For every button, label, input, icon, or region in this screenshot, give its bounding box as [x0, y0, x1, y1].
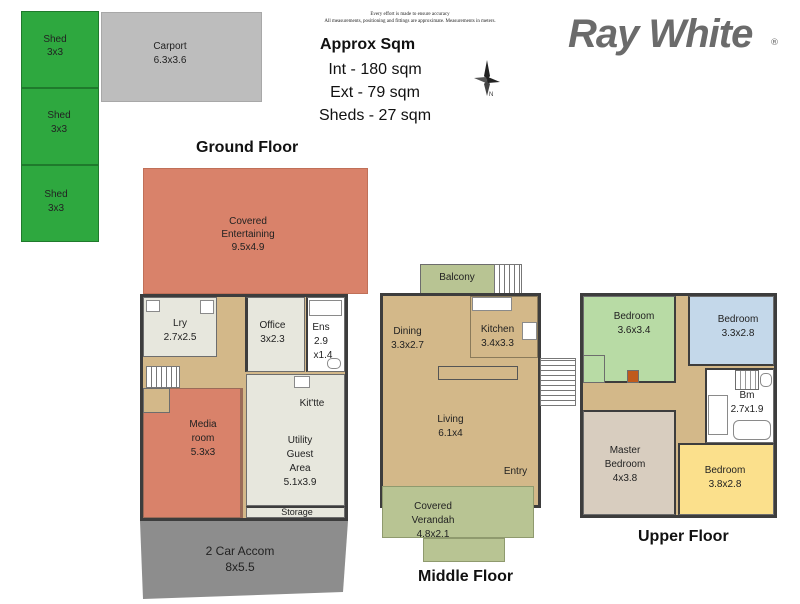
utility-label: Utility [287, 435, 313, 446]
living-label: Living [437, 414, 464, 425]
north-label: N [489, 92, 494, 98]
middle-floor-heading: Middle Floor [418, 568, 514, 585]
bathroom-bath [733, 420, 771, 440]
summary-int: Int - 180 sqm [328, 61, 422, 78]
entry-label: Entry [503, 466, 528, 477]
laundry-size: 2.7x2.5 [163, 332, 197, 343]
storage-label: Storage [281, 507, 313, 517]
living-size: 6.1x4 [438, 428, 463, 439]
office-room [245, 297, 305, 372]
bedroom-2 [688, 296, 774, 366]
ensuite-toilet [327, 358, 341, 369]
dining-size: 3.3x2.7 [391, 340, 424, 351]
verandah-size: 4.8x2.1 [416, 529, 450, 540]
covered-entertaining [143, 168, 368, 294]
laundry-label: Lry [173, 318, 187, 329]
bathroom-tiles [735, 370, 759, 390]
car-accom-label: 2 Car Accom [205, 544, 275, 558]
bedroom-2-size: 3.3x2.8 [721, 328, 755, 339]
kitchen-size: 3.4x3.3 [481, 338, 514, 349]
shed-2 [21, 88, 99, 165]
kitchen-cooktop [522, 322, 537, 340]
kitchenette-label: Kit'tte [299, 398, 325, 409]
shed-1-label: Shed [43, 34, 67, 45]
utility-size: 5.1x3.9 [283, 477, 317, 488]
kitchenette-sink [294, 376, 310, 388]
verandah-label: Covered [414, 501, 452, 512]
car-accommodation [140, 521, 348, 599]
covered-entertaining-label-2: Entertaining [221, 229, 275, 240]
shed-2-label: Shed [47, 110, 71, 121]
media-label-2: room [191, 433, 215, 444]
carport [101, 12, 262, 102]
upper-floor-heading: Upper Floor [638, 528, 729, 545]
bedroom-1-label: Bedroom [613, 311, 655, 322]
utility-label-2: Guest [286, 449, 314, 460]
shed-1 [21, 11, 99, 88]
ensuite-shower [309, 300, 342, 316]
bedroom-3 [678, 443, 774, 515]
bedroom-1-cupboard [627, 370, 639, 383]
bedroom-1-robe [583, 355, 605, 383]
shed-2-size: 3x3 [50, 124, 68, 135]
verandah-steps [423, 538, 505, 562]
bathroom-size: 2.7x1.9 [730, 404, 764, 415]
laundry-tub [146, 300, 160, 312]
master-bedroom [583, 410, 676, 515]
ground-floor-heading: Ground Floor [196, 139, 299, 156]
bathroom-toilet [760, 373, 772, 387]
master-bedroom-label: Master [609, 445, 641, 456]
ground-stairs [146, 366, 180, 388]
disclaimer-line-2: All measurements, positioning and fittin… [324, 19, 496, 24]
covered-entertaining-label: Covered [229, 216, 267, 227]
shed-3-label: Shed [44, 189, 68, 200]
ensuite-size-2: x1.4 [313, 350, 333, 361]
bathroom-vanity [708, 395, 728, 435]
kitchen-label: Kitchen [480, 324, 515, 335]
balcony-stairs [494, 264, 522, 294]
logo-text: Ray White [568, 12, 753, 56]
car-accom-size: 8x5.5 [225, 560, 255, 574]
registered-mark-icon: ® [770, 38, 779, 48]
media-size: 5.3x3 [190, 447, 216, 458]
bathroom-label: Bm [739, 390, 755, 401]
bedroom-3-label: Bedroom [704, 465, 746, 476]
ensuite-size-1: 2.9 [314, 336, 328, 347]
summary-sheds: Sheds - 27 sqm [318, 107, 432, 124]
compass-icon: N [472, 58, 502, 103]
utility-guest-area [246, 374, 345, 506]
carport-size: 6.3x3.6 [153, 55, 187, 66]
summary-ext: Ext - 79 sqm [330, 84, 420, 101]
bedroom-2-label: Bedroom [717, 314, 759, 325]
summary-title: Approx Sqm [320, 36, 416, 53]
kitchen-bench [472, 297, 512, 311]
kitchen-island [438, 366, 518, 380]
verandah-label-2: Verandah [411, 515, 455, 526]
media-label: Media [189, 419, 217, 430]
bedroom-3-size: 3.8x2.8 [708, 479, 742, 490]
disclaimer-line-1: Every effort is made to ensure accuracy [370, 12, 450, 17]
middle-stairs [540, 358, 576, 406]
storage-room [246, 506, 345, 518]
covered-verandah [382, 486, 534, 538]
ensuite-label: Ens [312, 322, 330, 333]
bedroom-1-size: 3.6x3.4 [617, 325, 651, 336]
laundry-machine [200, 300, 214, 314]
ray-white-logo: Ray White ® [568, 12, 788, 60]
office-label: Office [259, 320, 286, 331]
carport-label: Carport [153, 41, 187, 52]
utility-label-3: Area [289, 463, 311, 474]
dining-label: Dining [393, 326, 422, 337]
shed-3-size: 3x3 [47, 203, 65, 214]
master-bedroom-size: 4x3.8 [612, 473, 638, 484]
balcony-label: Balcony [439, 272, 475, 283]
shed-3 [21, 165, 99, 242]
covered-entertaining-size: 9.5x4.9 [231, 242, 265, 253]
shed-1-size: 3x3 [46, 47, 64, 58]
media-closet [143, 388, 170, 413]
office-size: 3x2.3 [260, 334, 285, 345]
master-bedroom-label-2: Bedroom [604, 459, 646, 470]
